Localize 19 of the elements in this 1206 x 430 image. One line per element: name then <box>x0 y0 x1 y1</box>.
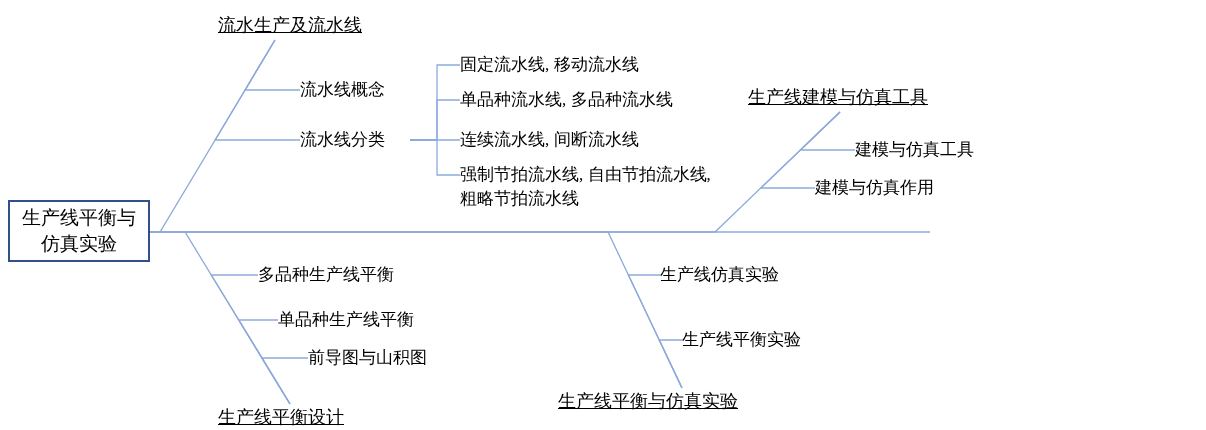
branch-item: 单品种流水线, 多品种流水线 <box>460 88 720 112</box>
branch-line <box>213 39 301 141</box>
branch-item: 建模与仿真工具 <box>855 138 1005 162</box>
branch-item: 流水线分类 <box>300 128 410 152</box>
branch-item: 固定流水线, 移动流水线 <box>460 53 700 77</box>
branch-item: 多品种生产线平衡 <box>258 263 418 287</box>
branch-item: 连续流水线, 间断流水线 <box>460 128 700 152</box>
branch-item: 建模与仿真作用 <box>815 176 965 200</box>
branch-item: 前导图与山积图 <box>308 346 458 370</box>
branch-line <box>658 339 683 389</box>
branch-line <box>260 357 309 405</box>
branch-item: 强制节拍流水线, 自由节拍流水线, 粗略节拍流水线 <box>460 163 722 213</box>
branch-item: 生产线仿真实验 <box>660 263 810 287</box>
branch-line <box>759 111 841 189</box>
branch-item: 生产线平衡实验 <box>682 328 832 352</box>
branch-line <box>409 139 461 176</box>
topic-box: 生产线平衡与仿真实验 <box>8 200 150 262</box>
branch-item: 单品种生产线平衡 <box>278 308 438 332</box>
branch-item: 流水线概念 <box>300 78 410 102</box>
